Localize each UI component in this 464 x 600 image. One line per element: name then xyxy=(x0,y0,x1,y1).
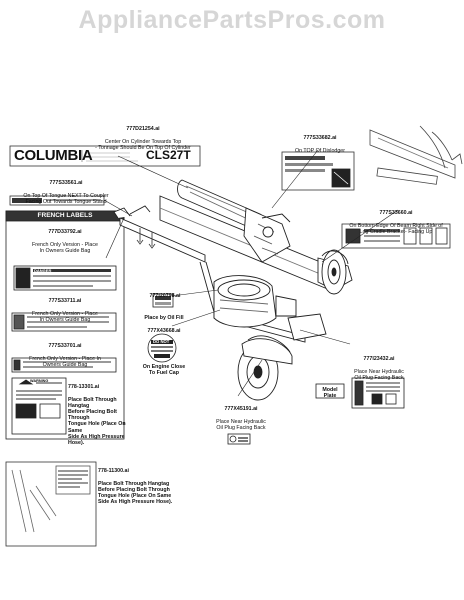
callout-777X43668: 777X43668.ai xyxy=(136,322,192,341)
danger-label: DANGER xyxy=(34,268,52,273)
fuel-cap-decal xyxy=(147,333,177,363)
warning-label: WARNING xyxy=(30,379,49,383)
placement-note: Place Bolt Through Hangtag Before Placin… xyxy=(68,396,126,447)
right-wheel xyxy=(321,249,349,295)
callout-777D21254: 777D21254.ai Center On Cylinder Towards … xyxy=(58,120,228,157)
hydraulic-decal xyxy=(351,377,405,409)
part-number: 777S33561.ai xyxy=(49,180,83,187)
model-plate-label: Model Plate xyxy=(322,387,338,400)
callout-778-11300: 778-11300.ai Place Bolt Through Hangtag … xyxy=(98,462,198,512)
part-number: 778-11300.ai xyxy=(98,468,129,475)
placement-note: Center On Cylinder Towards Top - Tonnage… xyxy=(95,138,191,151)
callout-777I20798: 777I20798.ai xyxy=(138,287,192,306)
part-number: 777S33660.ai xyxy=(379,210,413,217)
part-number: 777D33792.ai xyxy=(48,229,82,236)
watermark: AppliancePartsPros.com xyxy=(78,6,386,34)
callout-777I20798-note: Place by Oil Fill xyxy=(144,315,184,321)
callout-777X45191: 777X45191.ai Place Near Hydraulic Oil Pl… xyxy=(196,400,286,437)
part-number: 777I23432.ai xyxy=(363,356,395,363)
placement-note: On TOP Of Dislodger xyxy=(294,147,346,154)
callout-777I23432: 777I23432.ai Place Near Hydraulic Oil Pl… xyxy=(340,350,418,387)
part-number: 777S33682.ai xyxy=(303,135,337,142)
part-number: 777I20798.ai xyxy=(149,293,181,300)
callout-777D33792: 777D33792.ai French Only Version - Place… xyxy=(8,223,122,260)
brand-logo: COLUMBIA xyxy=(14,147,93,164)
leader-lines xyxy=(103,149,399,397)
dislodger-decal xyxy=(281,151,355,191)
left-wheel xyxy=(237,335,293,401)
placement-note: French Only Version - Place In Owners Gu… xyxy=(29,355,101,368)
splitter-body xyxy=(113,179,353,401)
part-number: 777X45191.ai xyxy=(224,406,258,413)
callout-778-13301: 778-13301.ai Place Bolt Through Hangtag … xyxy=(68,378,126,452)
part-number: 777S33701.ai xyxy=(48,343,82,350)
callout-777S33660: 777S33660.ai On Bottom Edge Of Beam Righ… xyxy=(336,204,456,241)
hangtag-decal xyxy=(5,461,97,547)
part-number: 778-13301.ai xyxy=(68,384,100,391)
placement-note: Place Near Hydraulic Oil Plug Facing Bac… xyxy=(216,418,266,431)
callout-777S33701: 777S33701.ai French Only Version - Place… xyxy=(8,337,122,374)
model-plate-box xyxy=(315,383,345,399)
callout-777X43668-note: On Engine Close To Fuel Cap xyxy=(142,364,186,377)
placement-note: On Bottom Edge Of Beam Right Side of Log… xyxy=(349,222,443,235)
do-not-label: DO NOT xyxy=(153,339,170,344)
oil-plug-decal xyxy=(227,433,251,445)
brand-model: CLS27T xyxy=(146,148,191,162)
placement-note: On Top Of Tongue NEXT To Coupler Facing … xyxy=(23,192,109,205)
tongue-decal xyxy=(9,195,105,206)
part-number: 777D21254.ai xyxy=(126,126,160,133)
oil-fill-decal xyxy=(152,293,174,308)
part-number: 777X43668.ai xyxy=(147,328,181,335)
callout-777S33561: 777S33561.ai On Top Of Tongue NEXT To Co… xyxy=(4,174,128,211)
french-labels-header: FRENCH LABELS xyxy=(37,212,93,219)
part-number: 777S33711.ai xyxy=(48,298,82,305)
callout-777S33682: 777S33682.ai On TOP Of Dislodger xyxy=(270,129,370,160)
placement-note: French Only Version - Place In Owners Gu… xyxy=(32,310,98,323)
callout-777S33711: 777S33711.ai French Only Version - Place… xyxy=(8,292,122,329)
placement-note: Place Bolt Through Hangtag Before Placin… xyxy=(98,480,173,506)
beam-end-sketch xyxy=(369,125,463,185)
placement-note: Place Near Hydraulic Oil Plug Facing Bac… xyxy=(354,368,404,381)
french-labels-box xyxy=(5,210,125,440)
placement-note: French Only Version - Place In Owners Gu… xyxy=(32,241,98,254)
